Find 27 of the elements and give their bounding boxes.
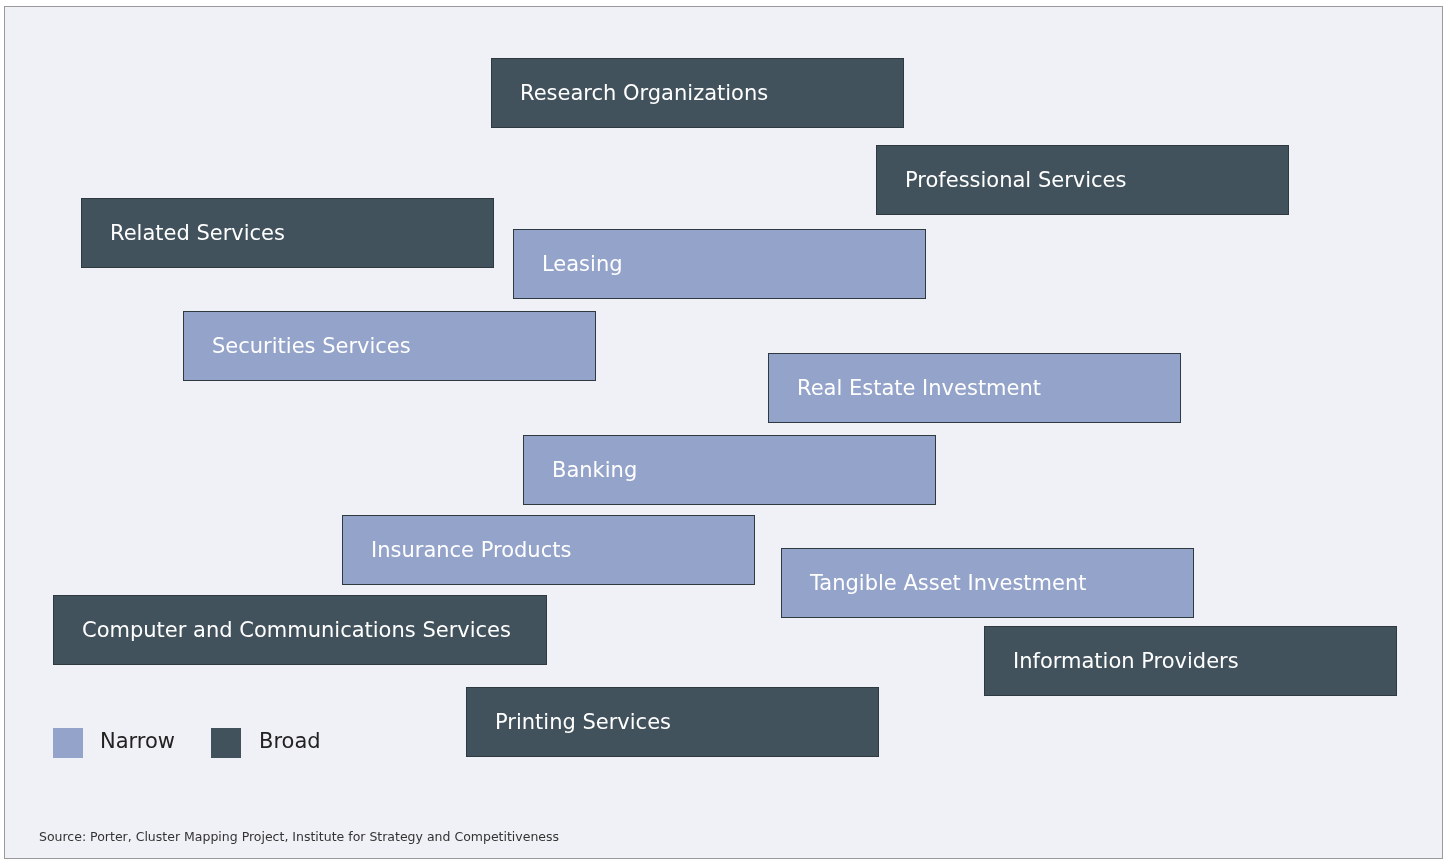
category-box (984, 626, 1397, 696)
box-label: Insurance Products (371, 538, 572, 562)
box-label: Real Estate Investment (797, 376, 1042, 400)
category-box (513, 229, 926, 299)
source-note: Source: Porter, Cluster Mapping Project, Institute for Strategy and Competitiveness (39, 829, 560, 844)
legend-label: Narrow (100, 729, 176, 753)
box-label: Information Providers (1013, 649, 1239, 673)
category-box (781, 548, 1194, 618)
category-box (768, 353, 1181, 423)
category-box (81, 198, 494, 268)
category-box (523, 435, 936, 505)
box-label: Computer and Communications Services (82, 618, 511, 642)
category-box (491, 58, 904, 128)
category-box (466, 687, 879, 757)
category-box (183, 311, 596, 381)
category-box (53, 595, 547, 665)
box-label: Research Organizations (520, 81, 769, 105)
box-label: Printing Services (495, 710, 671, 734)
category-box (342, 515, 755, 585)
category-box (876, 145, 1289, 215)
box-label: Leasing (542, 252, 623, 276)
box-label: Securities Services (212, 334, 411, 358)
box-label: Tangible Asset Investment (810, 571, 1087, 595)
box-label: Professional Services (905, 168, 1127, 192)
legend-label: Broad (259, 729, 321, 753)
box-label: Banking (552, 458, 638, 482)
box-label: Related Services (110, 221, 285, 245)
